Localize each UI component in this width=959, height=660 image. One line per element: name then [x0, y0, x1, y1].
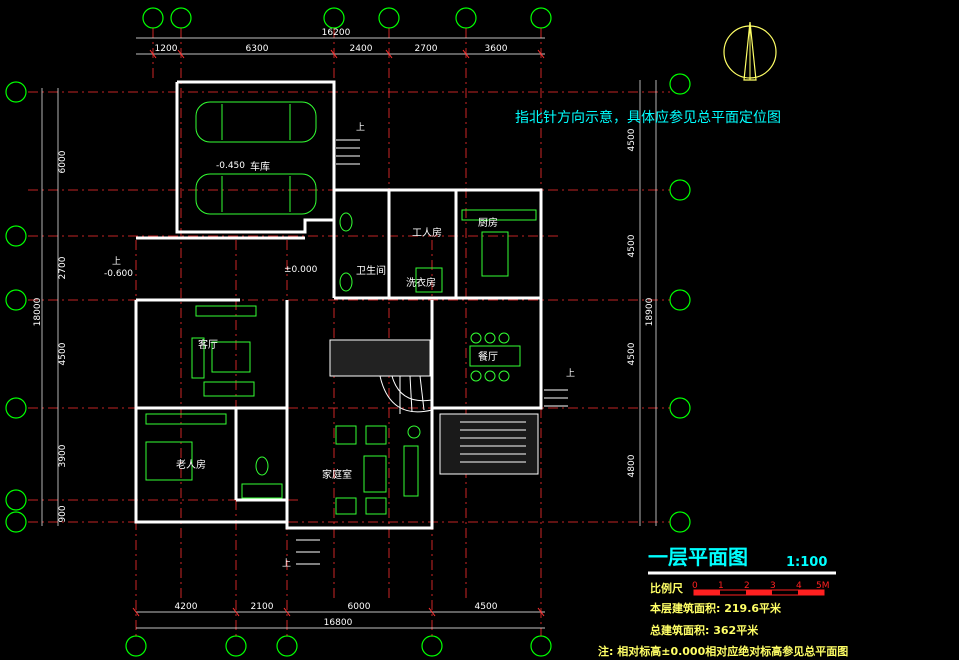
scale-tick-3: 3: [770, 581, 776, 591]
dim-bottom-4: 4500: [475, 602, 498, 612]
dim-left-5: 900: [58, 505, 68, 522]
level-entry: -0.600: [104, 269, 133, 279]
room-dining: 餐厅: [478, 350, 498, 363]
axis-bubbles-right: [669, 73, 691, 533]
room-family: 家庭室: [322, 468, 352, 481]
dim-top-4: 2700: [415, 44, 438, 54]
north-arrow-note: 指北针方向示意，具体应参见总平面定位图: [515, 109, 781, 126]
dim-left-3: 4500: [58, 342, 68, 365]
terrace-steps: [439, 413, 539, 475]
dim-right-4: 4800: [627, 454, 637, 477]
area-floor: 本层建筑面积: 219.6平米: [650, 601, 782, 615]
dim-bottom-1: 4200: [175, 602, 198, 612]
dim-bottom-3: 6000: [348, 602, 371, 612]
up-label-1: 上: [356, 122, 365, 133]
room-servant: 工人房: [412, 226, 442, 239]
room-laundry: 洗衣房: [406, 276, 436, 289]
room-kitchen: 厨房: [478, 216, 498, 229]
dim-top-2: 6300: [246, 44, 269, 54]
main-staircase: [329, 339, 433, 414]
dimension-ticks: [132, 49, 545, 617]
dim-top-3: 2400: [350, 44, 373, 54]
plan-scale: 1:100: [786, 555, 827, 570]
furniture: [145, 101, 537, 515]
garage-level: -0.450: [216, 161, 245, 171]
axis-bubbles-top: [142, 7, 552, 29]
scale-tick-4: 4: [796, 581, 802, 591]
room-living: 客厅: [198, 338, 218, 351]
scale-tick-0: 0: [692, 581, 698, 591]
dim-right-3: 4500: [627, 342, 637, 365]
dim-top-1: 1200: [155, 44, 178, 54]
up-label-2: 上: [112, 256, 121, 267]
dim-top-total: 16200: [322, 28, 351, 38]
up-label-4: 上: [282, 558, 291, 569]
dimension-lines: [41, 37, 657, 629]
up-label-3: 上: [566, 368, 575, 379]
axis-bubbles-bottom: [125, 635, 552, 657]
axis-bubbles-left: [5, 81, 27, 533]
dim-left-4: 3900: [58, 444, 68, 467]
dim-right-1: 4500: [627, 128, 637, 151]
north-arrow-icon: [723, 21, 777, 81]
dim-left-1: 6000: [58, 150, 68, 173]
walls: [134, 80, 543, 530]
area-total: 总建筑面积: 362平米: [650, 623, 759, 637]
entry-steps: [296, 139, 568, 565]
dim-bottom-total: 16800: [324, 618, 353, 628]
room-elder-bedroom: 老人房: [176, 458, 206, 471]
elevation-note: 注: 相对标高±0.000相对应绝对标高参见总平面图: [598, 644, 848, 658]
dim-left-2: 2700: [58, 256, 68, 279]
scale-tick-1: 1: [718, 581, 724, 591]
dim-bottom-2: 2100: [251, 602, 274, 612]
scale-bar-label: 比例尺: [650, 581, 683, 595]
room-garage: 车库: [250, 160, 270, 173]
plan-title: 一层平面图: [648, 545, 748, 569]
dim-right-2: 4500: [627, 234, 637, 257]
dim-top-5: 3600: [485, 44, 508, 54]
scale-bar: [693, 589, 825, 596]
dim-left-total: 18000: [33, 297, 43, 326]
scale-tick-2: 2: [744, 581, 750, 591]
scale-tick-5: 5M: [816, 581, 830, 591]
room-bathroom: 卫生间: [356, 264, 386, 277]
level-main: ±0.000: [284, 265, 318, 275]
dim-right-total: 18900: [645, 297, 655, 326]
